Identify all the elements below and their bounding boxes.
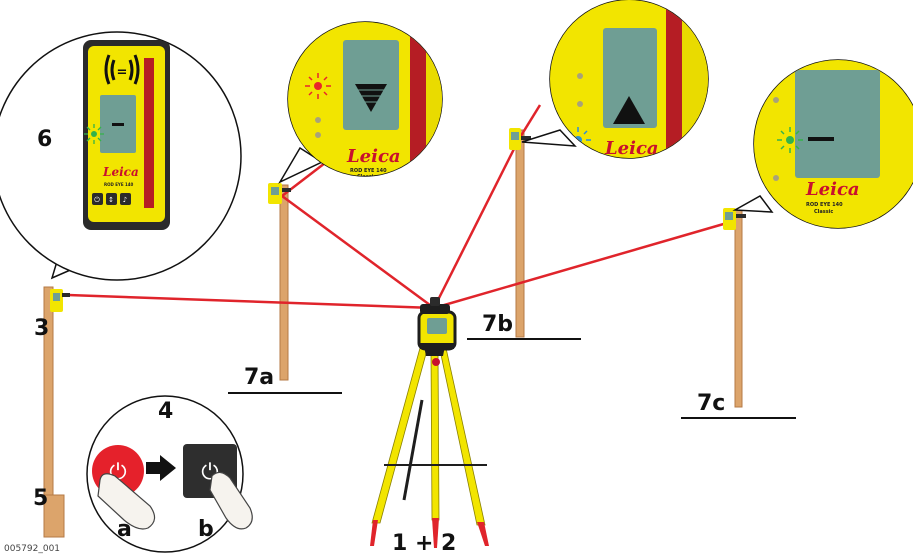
arrows-icon: ↕ xyxy=(108,196,114,204)
label-step-3: 3 xyxy=(34,316,49,341)
figure-reference: 005792_001 xyxy=(4,544,60,554)
brand-logo-step-6: Leica xyxy=(102,165,139,179)
led-green-rays-7c xyxy=(777,127,803,153)
label-step-7c: 7c xyxy=(697,391,725,416)
power-button xyxy=(92,193,103,205)
callout-step-7a: Leica ROD EYE 140 Classic xyxy=(278,21,443,184)
model-step-6: ROD EYE 140 xyxy=(104,182,134,187)
finger-b xyxy=(209,471,253,530)
brand-logo-step-7a: Leica xyxy=(346,146,401,167)
label-step-1-2: 1 + 2 xyxy=(392,531,456,554)
rod-step-7c xyxy=(734,209,743,408)
rotating-laser xyxy=(417,297,457,351)
volume-button xyxy=(120,193,131,205)
label-step-7b: 7b xyxy=(482,312,513,337)
label-step-7a: 7a xyxy=(244,365,274,390)
display-dash-icon xyxy=(112,123,124,126)
receiver-on-rod-7a xyxy=(268,183,291,204)
svg-text:=: = xyxy=(117,65,128,80)
arrow-right-icon xyxy=(146,455,176,481)
callout-step-7b: Leica xyxy=(521,0,709,159)
callout-step-6: = Leica ROD EYE 140 ⏻ ↕ ♪ xyxy=(0,31,242,281)
mode-button xyxy=(106,193,117,205)
brand-logo-step-7b: Leica xyxy=(604,138,659,159)
model-step-7c: ROD EYE 140 xyxy=(806,202,843,208)
finger-a xyxy=(97,473,156,530)
led-green-icon xyxy=(91,131,97,137)
arrow-up-icon xyxy=(613,96,645,124)
edition-step-7a: Classic xyxy=(357,174,376,180)
label-step-4a: a xyxy=(117,517,132,542)
receiver-on-rod-3 xyxy=(50,289,70,312)
label-step-5: 5 xyxy=(33,486,48,511)
display-dash-icon-7c xyxy=(808,137,834,141)
led-red-rays xyxy=(305,73,331,99)
tripod xyxy=(370,346,489,548)
edition-step-7c: Classic xyxy=(814,209,833,215)
label-step-6: 6 xyxy=(37,127,52,152)
led-green-icon-7c xyxy=(786,136,794,144)
label-step-4: 4 xyxy=(158,399,173,424)
receiver-on-rod-7c xyxy=(723,208,746,230)
power-icon: ⏻ xyxy=(94,196,100,204)
callout-step-7c: Leica ROD EYE 140 Classic xyxy=(732,59,913,229)
rod-step-7a xyxy=(279,184,289,381)
led-red-icon xyxy=(314,82,322,90)
speaker-icon: ♪ xyxy=(123,196,127,204)
led-green-rays xyxy=(84,124,104,144)
brand-logo-step-7c: Leica xyxy=(805,179,860,200)
callout-step-4: ⏻ ⏻ xyxy=(86,395,253,553)
model-step-7a: ROD EYE 140 xyxy=(350,168,387,174)
rod-step-7b xyxy=(515,129,525,338)
rod-step-3 xyxy=(43,286,65,538)
arrow-down-icon xyxy=(355,84,387,112)
signal-waves-icon: = xyxy=(104,54,140,85)
receiver-on-rod-7b xyxy=(509,128,531,150)
label-step-4b: b xyxy=(198,517,214,542)
